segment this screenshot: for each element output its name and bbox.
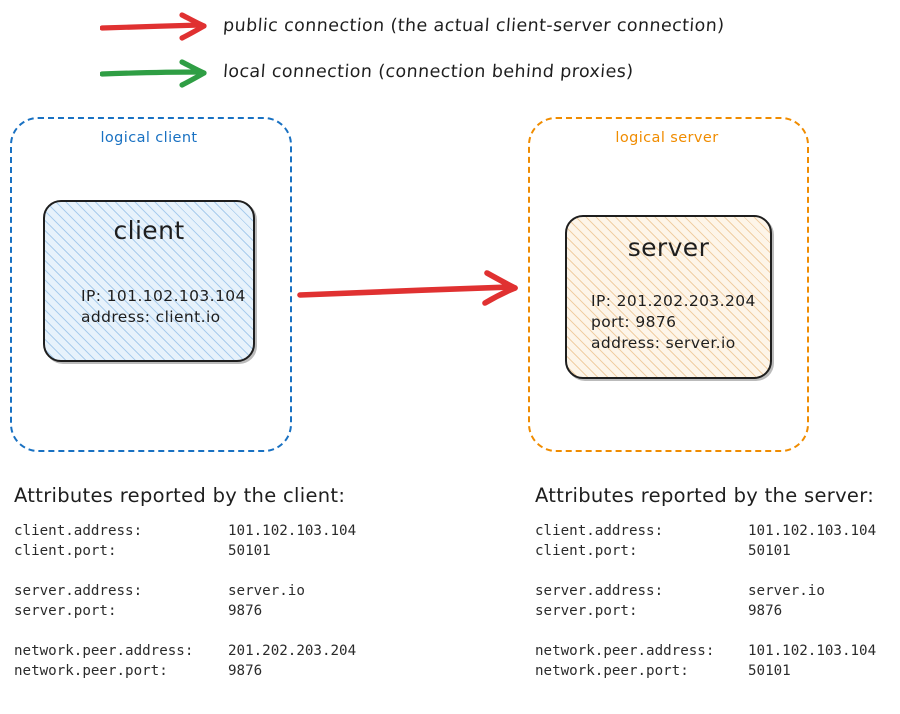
attr-key: network.peer.address:	[14, 643, 194, 659]
arrow-right-icon	[100, 59, 207, 88]
client-node-title: client	[113, 216, 185, 245]
client-attributes-heading: Attributes reported by the client:	[14, 484, 346, 507]
attr-value: server.io	[748, 583, 825, 599]
table-row: network.peer.address: 201.202.203.204	[14, 641, 356, 661]
table-row: client.port: 50101	[14, 541, 356, 561]
server-attributes-table: client.address: 101.102.103.104 client.p…	[535, 521, 876, 681]
client-node-address: address: client.io	[81, 308, 221, 326]
arrow-right-icon	[100, 12, 207, 41]
attr-value: 50101	[748, 543, 791, 559]
legend-label-local: local connection (connection behind prox…	[222, 62, 635, 82]
server-node-port: port: 9876	[591, 313, 677, 331]
server-attributes-heading: Attributes reported by the server:	[535, 484, 875, 507]
table-row: client.address: 101.102.103.104	[14, 521, 356, 541]
attr-key: client.address:	[14, 523, 143, 539]
legend-label-public: public connection (the actual client-ser…	[222, 16, 726, 36]
logical-client-container	[10, 117, 292, 452]
table-row: client.address: 101.102.103.104	[535, 521, 876, 541]
attr-key: server.address:	[14, 583, 143, 599]
attr-value: 101.102.103.104	[748, 523, 877, 539]
server-node: server IP: 201.202.203.204 port: 9876 ad…	[565, 215, 772, 379]
attr-value: 50101	[748, 663, 791, 679]
logical-client-label: logical client	[100, 130, 198, 146]
attr-key: client.address:	[535, 523, 664, 539]
attr-value: 50101	[228, 543, 271, 559]
public-connection-arrow	[297, 270, 518, 306]
attr-value: 9876	[228, 603, 263, 619]
table-spacer-row	[535, 561, 876, 581]
attr-key: client.port:	[14, 543, 117, 559]
client-attributes-block: Attributes reported by the client: clien…	[14, 484, 356, 681]
table-row: server.port: 9876	[535, 601, 876, 621]
table-spacer-row	[535, 621, 876, 641]
table-row: client.port: 50101	[535, 541, 876, 561]
server-node-address: address: server.io	[591, 334, 736, 352]
table-row: server.address: server.io	[535, 581, 876, 601]
attr-key: server.address:	[535, 583, 664, 599]
server-node-title: server	[627, 233, 710, 262]
table-row: network.peer.address: 101.102.103.104	[535, 641, 876, 661]
attr-key: server.port:	[14, 603, 117, 619]
logical-server-container	[528, 117, 809, 452]
table-row: network.peer.port: 50101	[535, 661, 876, 681]
table-row: server.address: server.io	[14, 581, 356, 601]
attr-value: 9876	[748, 603, 783, 619]
attr-value: 101.102.103.104	[228, 523, 357, 539]
table-row: network.peer.port: 9876	[14, 661, 356, 681]
attr-value: 9876	[228, 663, 263, 679]
attr-value: 201.202.203.204	[228, 643, 357, 659]
table-spacer-row	[14, 561, 356, 581]
attr-key: client.port:	[535, 543, 638, 559]
table-row: server.port: 9876	[14, 601, 356, 621]
attr-value: 101.102.103.104	[748, 643, 877, 659]
attr-key: network.peer.port:	[535, 663, 689, 679]
client-node-ip: IP: 101.102.103.104	[81, 287, 246, 305]
server-node-ip: IP: 201.202.203.204	[591, 292, 756, 310]
client-node: client IP: 101.102.103.104 address: clie…	[43, 200, 255, 362]
attr-value: server.io	[228, 583, 305, 599]
table-spacer-row	[14, 621, 356, 641]
logical-server-label: logical server	[615, 130, 719, 146]
attr-key: network.peer.address:	[535, 643, 715, 659]
attr-key: server.port:	[535, 603, 638, 619]
server-attributes-block: Attributes reported by the server: clien…	[535, 484, 876, 681]
client-attributes-table: client.address: 101.102.103.104 client.p…	[14, 521, 356, 681]
attr-key: network.peer.port:	[14, 663, 168, 679]
